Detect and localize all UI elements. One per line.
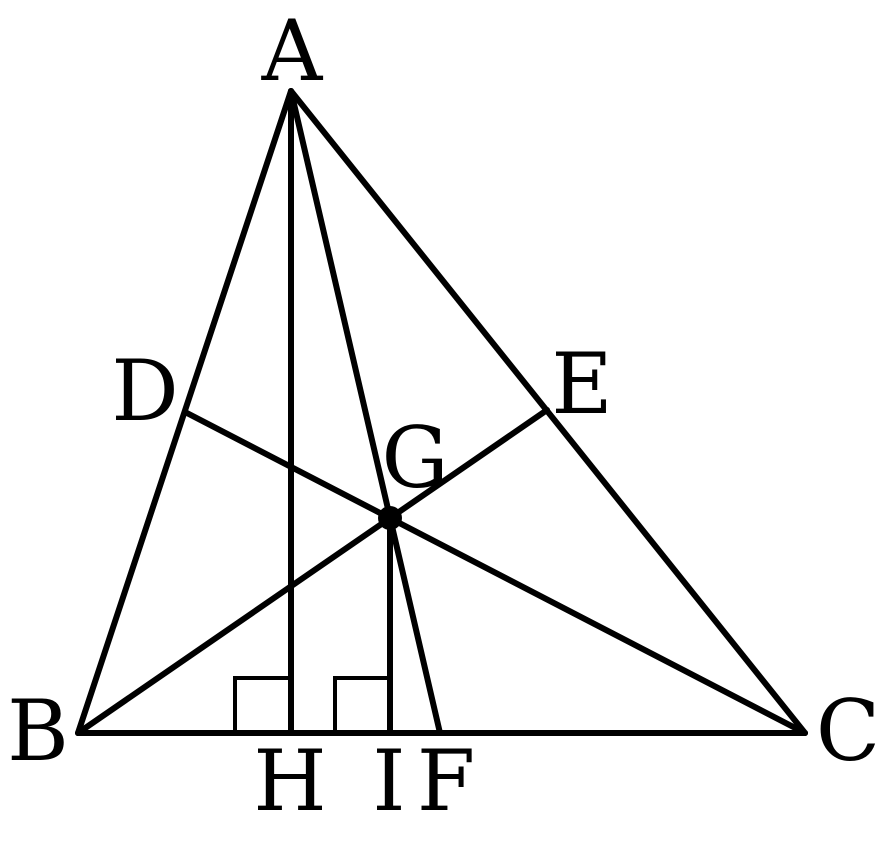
label-f: F [417, 732, 475, 830]
label-a: A [261, 2, 324, 100]
segment-be [75, 407, 550, 736]
label-b: B [7, 682, 69, 780]
label-g: G [381, 409, 448, 507]
segment-af [288, 88, 443, 736]
right-angle-mark-i [333, 676, 390, 733]
label-d: D [111, 342, 178, 440]
label-e: E [551, 335, 612, 433]
label-c: C [816, 682, 880, 780]
right-angle-mark-h [233, 676, 291, 733]
segment-cd [182, 409, 808, 736]
label-i: I [372, 732, 405, 830]
label-h: H [253, 732, 326, 830]
point-g-dot [378, 506, 402, 530]
